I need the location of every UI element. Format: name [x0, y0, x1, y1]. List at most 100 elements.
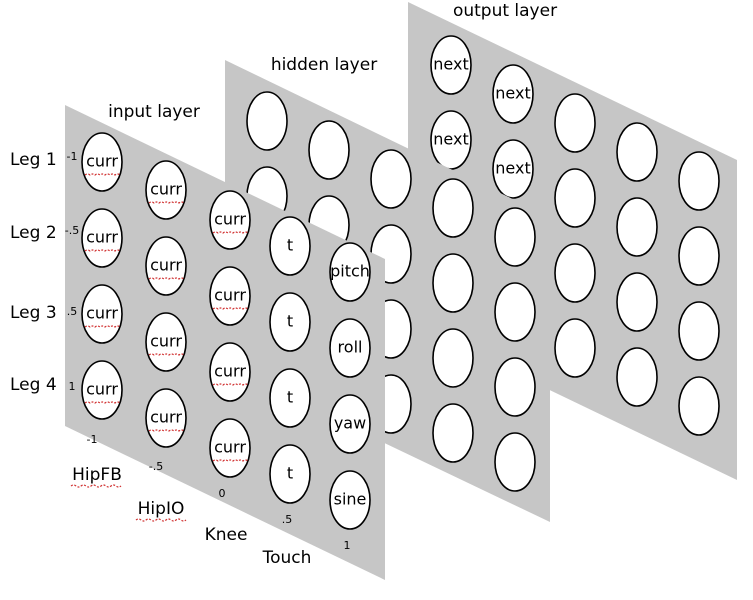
spellcheck-underline — [148, 277, 185, 280]
spellcheck-underline — [212, 383, 249, 386]
node-circle — [554, 243, 596, 303]
network-node: t — [269, 216, 311, 276]
spellcheck-underline — [84, 173, 121, 176]
network-node — [678, 376, 720, 436]
spellcheck-underline — [84, 401, 121, 404]
node-circle — [269, 444, 311, 504]
node-circle — [616, 347, 658, 407]
node-circle — [269, 368, 311, 428]
node-circle — [554, 318, 596, 378]
node-circle — [554, 168, 596, 228]
node-circle — [209, 266, 251, 326]
node-circle — [616, 122, 658, 182]
leg-label: Leg 3 — [10, 303, 57, 323]
spellcheck-underline — [84, 325, 121, 328]
node-label: curr — [150, 180, 182, 199]
network-node: curr — [209, 190, 251, 250]
leg-label: Leg 1 — [10, 150, 57, 170]
column-name-knee: Knee — [205, 525, 248, 545]
network-node: curr — [145, 388, 187, 448]
network-node: roll — [329, 318, 371, 378]
node-label: curr — [86, 304, 118, 323]
node-circle — [329, 242, 371, 302]
node-circle — [432, 328, 474, 388]
network-node — [554, 93, 596, 153]
node-label: curr — [86, 152, 118, 171]
node-circle — [494, 282, 536, 342]
network-node: next — [492, 139, 534, 199]
network-node: next — [430, 35, 472, 95]
network-node — [554, 243, 596, 303]
node-label: roll — [338, 338, 363, 357]
node-circle — [494, 207, 536, 267]
node-label: next — [433, 55, 468, 74]
network-node — [554, 168, 596, 228]
node-label: t — [287, 312, 293, 331]
column-name-touch: Touch — [262, 548, 312, 568]
network-node — [432, 403, 474, 463]
network-node: sine — [329, 470, 371, 530]
spellcheck-underline — [148, 429, 185, 432]
network-node — [308, 120, 350, 180]
network-node — [370, 149, 412, 209]
network-node — [554, 318, 596, 378]
network-node — [432, 178, 474, 238]
node-circle — [246, 91, 288, 151]
node-label: sine — [334, 490, 367, 509]
node-circle — [494, 432, 536, 492]
node-circle — [329, 318, 371, 378]
node-circle — [554, 93, 596, 153]
node-circle — [329, 394, 371, 454]
node-circle — [81, 360, 123, 420]
network-node: next — [492, 64, 534, 124]
node-label: curr — [214, 210, 246, 229]
node-circle — [145, 236, 187, 296]
node-circle — [145, 312, 187, 372]
node-circle — [494, 357, 536, 417]
output-layer-title: output layer — [453, 1, 557, 21]
node-label: t — [287, 388, 293, 407]
node-circle — [678, 151, 720, 211]
leg-tick-label: 1 — [69, 380, 76, 393]
leg-label: Leg 4 — [10, 375, 57, 395]
network-node — [678, 226, 720, 286]
node-circle — [81, 284, 123, 344]
network-node — [678, 151, 720, 211]
hidden-layer-title: hidden layer — [271, 55, 377, 75]
column-ticks: -1 -.5 0 .5 1 — [87, 433, 351, 552]
node-label: curr — [214, 362, 246, 381]
network-node — [678, 301, 720, 361]
node-label: next — [495, 159, 530, 178]
network-node: curr — [145, 236, 187, 296]
node-label: t — [287, 236, 293, 255]
node-circle — [145, 388, 187, 448]
spellcheck-underline — [135, 518, 187, 522]
node-label: yaw — [334, 414, 366, 433]
node-circle — [432, 253, 474, 313]
node-label: pitch — [330, 262, 370, 281]
network-node: curr — [145, 312, 187, 372]
column-name-hipfb: HipFB — [72, 465, 122, 485]
node-circle — [269, 292, 311, 352]
node-circle — [209, 418, 251, 478]
network-node: curr — [209, 418, 251, 478]
leg-tick-label: -.5 — [65, 224, 79, 237]
spellcheck-underline — [148, 353, 185, 356]
node-label: curr — [86, 380, 118, 399]
leg-label: Leg 2 — [10, 223, 57, 243]
input-layer-title: input layer — [108, 102, 200, 122]
spellcheck-underline — [212, 307, 249, 310]
node-circle — [209, 342, 251, 402]
node-circle — [145, 160, 187, 220]
column-name-hipio: HipIO — [138, 499, 185, 519]
node-circle — [430, 35, 472, 95]
node-circle — [432, 178, 474, 238]
network-node: pitch — [329, 242, 371, 302]
column-tick-label: 1 — [344, 539, 351, 552]
network-node — [616, 272, 658, 332]
node-label: curr — [150, 256, 182, 275]
node-circle — [370, 149, 412, 209]
node-circle — [492, 64, 534, 124]
node-circle — [492, 139, 534, 199]
node-label: curr — [214, 438, 246, 457]
